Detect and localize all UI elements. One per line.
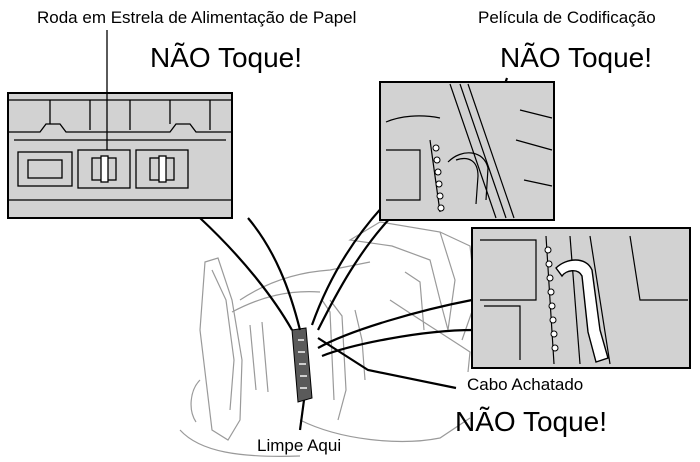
warning-right: NÃO Toque! bbox=[500, 42, 653, 73]
encoder-film-label: Película de Codificação bbox=[478, 8, 656, 27]
flat-cable-inset bbox=[471, 227, 691, 369]
printer-body bbox=[179, 221, 477, 457]
encoder-film-inset bbox=[379, 81, 555, 221]
flat-cable-label: Cabo Achatado bbox=[467, 375, 584, 394]
warning-left: NÃO Toque! bbox=[150, 42, 303, 73]
clean-here-area bbox=[291, 327, 313, 403]
star-wheel-inset bbox=[7, 92, 233, 219]
warning-bottom: NÃO Toque! bbox=[455, 406, 608, 437]
star-wheel-label: Roda em Estrela de Alimentação de Papel bbox=[37, 8, 357, 27]
clean-here-label: Limpe Aqui bbox=[257, 436, 342, 455]
